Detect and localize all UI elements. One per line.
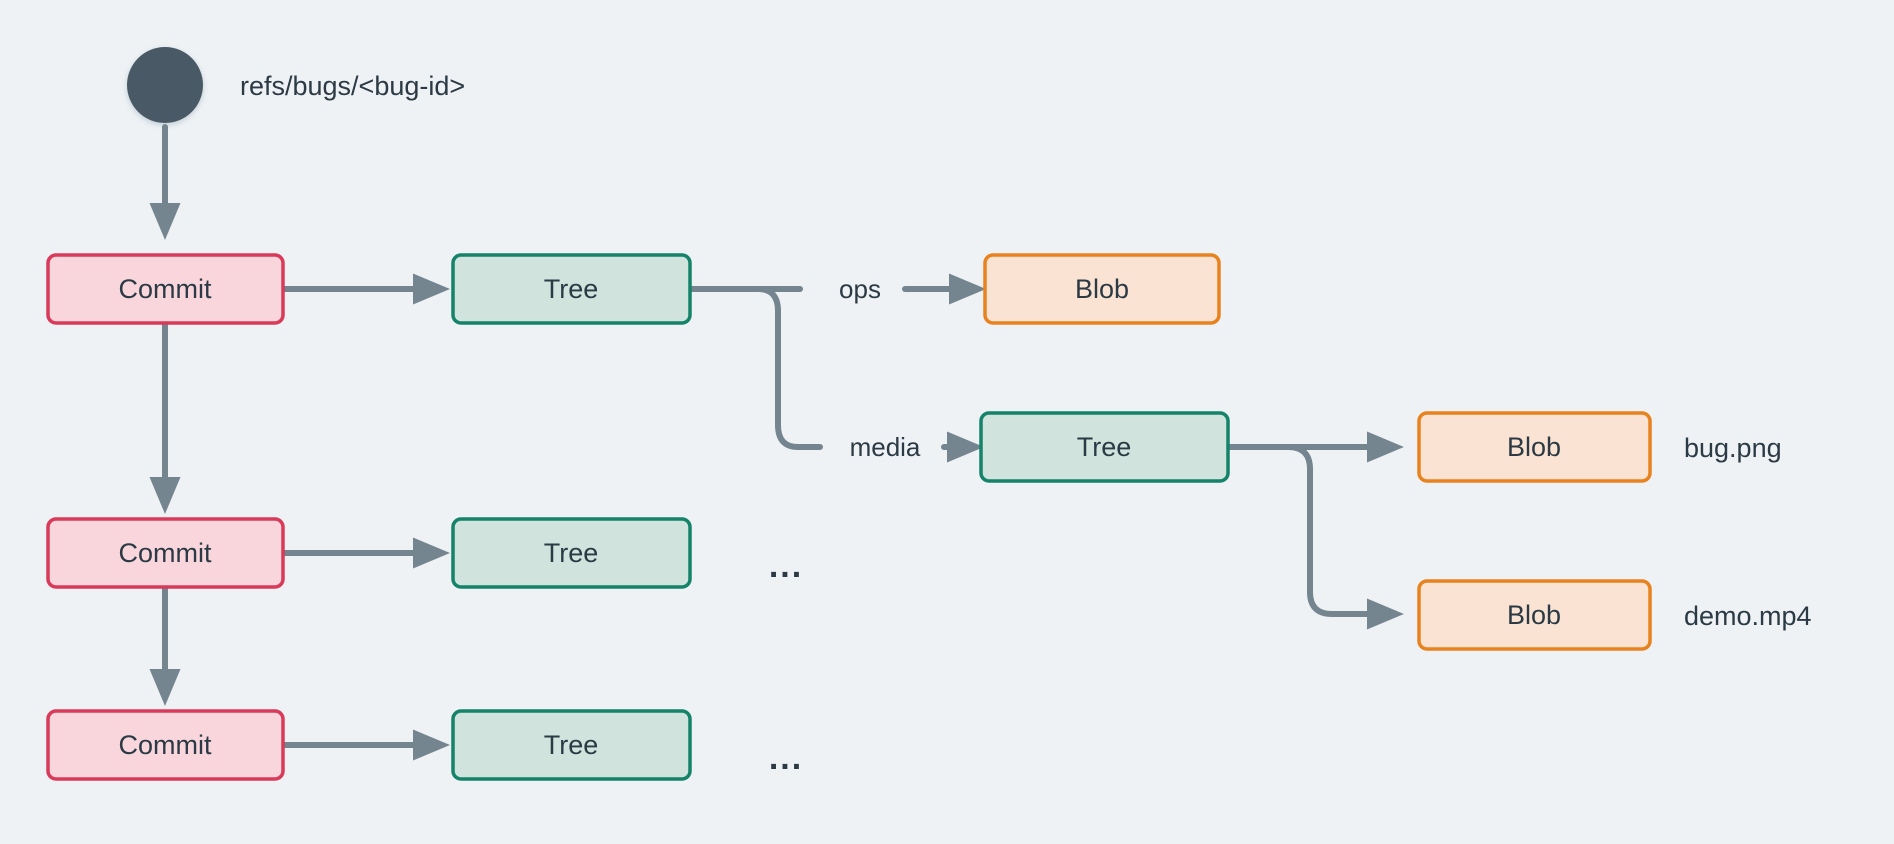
edge-treeM-to-blob-mp4: [1225, 444, 1404, 630]
node-commit-1-label: Commit: [119, 274, 212, 304]
node-commit-2-label: Commit: [119, 538, 212, 568]
node-tree-1-label: Tree: [544, 274, 599, 304]
ellipsis-row-2: ...: [769, 547, 803, 585]
node-tree-3-rect[interactable]: [451, 709, 692, 781]
ref-root-label: refs/bugs/<bug-id>: [240, 71, 465, 101]
node-blob-bug-png[interactable]: Blob: [1417, 411, 1652, 483]
node-blob-ops-label: Blob: [1075, 274, 1129, 304]
node-commit-1[interactable]: Commit: [46, 253, 285, 325]
ref-root-dot[interactable]: [127, 47, 203, 123]
node-commit-2-rect[interactable]: [46, 517, 285, 589]
node-commit-3-rect[interactable]: [46, 709, 285, 781]
node-tree-1-rect[interactable]: [451, 253, 692, 325]
node-blob-ops-rect[interactable]: [983, 253, 1221, 325]
node-tree-media[interactable]: Tree: [979, 411, 1230, 483]
edge-label-media: media: [850, 432, 921, 462]
node-tree-2[interactable]: Tree: [451, 517, 692, 589]
node-tree-1[interactable]: Tree: [451, 253, 692, 325]
node-commit-3-label: Commit: [119, 730, 212, 760]
node-blob-bug-png-rect[interactable]: [1417, 411, 1652, 483]
node-tree-3-label: Tree: [544, 730, 599, 760]
node-tree-2-rect[interactable]: [451, 517, 692, 589]
node-tree-3[interactable]: Tree: [451, 709, 692, 781]
node-commit-1-rect[interactable]: [46, 253, 285, 325]
node-tree-2-label: Tree: [544, 538, 599, 568]
node-blob-demo-mp4-rect[interactable]: [1417, 579, 1652, 651]
node-blob-bug-png-label: Blob: [1507, 432, 1561, 462]
node-commit-3[interactable]: Commit: [46, 709, 285, 781]
side-label-bug-png: bug.png: [1684, 433, 1782, 463]
ellipsis-row-3: ...: [769, 739, 803, 777]
node-tree-media-rect[interactable]: [979, 411, 1230, 483]
node-blob-demo-mp4[interactable]: Blob: [1417, 579, 1652, 651]
node-blob-demo-mp4-label: Blob: [1507, 600, 1561, 630]
edge-label-ops: ops: [839, 274, 881, 304]
edge-tree1-trunk-media: [687, 286, 823, 450]
side-label-demo-mp4: demo.mp4: [1684, 601, 1812, 631]
node-tree-media-label: Tree: [1077, 432, 1132, 462]
node-blob-ops[interactable]: Blob: [983, 253, 1221, 325]
node-commit-2[interactable]: Commit: [46, 517, 285, 589]
